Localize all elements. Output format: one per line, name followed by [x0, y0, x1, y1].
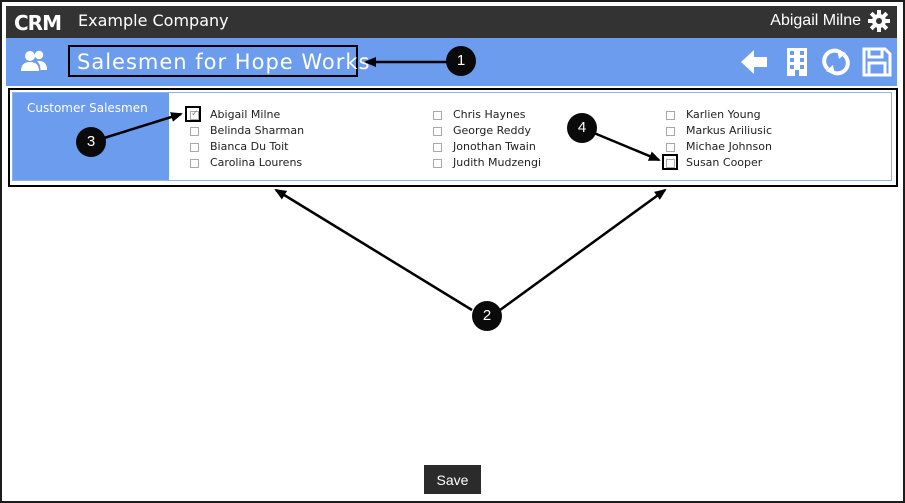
salesman-name: Michae Johnson — [686, 140, 772, 153]
salesman-name: Jonothan Twain — [453, 140, 536, 153]
salesman-name: Bianca Du Toit — [210, 140, 289, 153]
page-title: Salesmen for Hope Works — [77, 50, 371, 74]
refresh-icon[interactable] — [821, 47, 851, 77]
salesman-checkbox[interactable] — [433, 159, 442, 168]
callout-2-arrow-right — [499, 188, 667, 312]
salesman-name: Susan Cooper — [686, 156, 763, 169]
salesman-name: Abigail Milne — [210, 108, 281, 121]
callout-badge-3: 3 — [76, 127, 106, 157]
top-bar: CRM Example Company Abigail Milne — [6, 6, 897, 38]
salesmen-panel: Customer Salesmen — [12, 92, 892, 181]
callout-badge-1: 1 — [446, 46, 476, 76]
salesman-checkbox[interactable] — [190, 127, 199, 136]
salesman-checkbox[interactable] — [190, 143, 199, 152]
building-icon[interactable] — [782, 47, 812, 77]
panel-label: Customer Salesmen — [27, 101, 148, 115]
checkbox-highlight-box — [662, 154, 678, 170]
salesman-name: Judith Mudzengi — [453, 156, 542, 169]
salesman-name: Chris Haynes — [453, 108, 526, 121]
salesman-checkbox[interactable] — [433, 111, 442, 120]
salesman-checkbox[interactable] — [190, 109, 199, 120]
company-name: Example Company — [78, 11, 229, 30]
salesman-checkbox[interactable] — [433, 127, 442, 136]
salesman-checkbox[interactable] — [433, 143, 442, 152]
salesman-name: Karlien Young — [686, 108, 761, 121]
salesman-checkbox[interactable] — [666, 127, 675, 136]
salesman-name: Markus Ariliusic — [686, 124, 773, 137]
gear-icon[interactable] — [867, 9, 891, 33]
svg-text:CRM: CRM — [14, 12, 61, 32]
save-icon[interactable] — [862, 47, 892, 77]
title-highlight-box: Salesmen for Hope Works — [68, 45, 370, 77]
callout-2-arrow-left — [274, 188, 473, 312]
salesman-name: Carolina Lourens — [210, 156, 303, 169]
user-name[interactable]: Abigail Milne — [770, 12, 861, 29]
salesman-checkbox[interactable] — [666, 159, 675, 168]
salesman-checkbox[interactable] — [666, 111, 675, 120]
salesman-checkbox[interactable] — [190, 159, 199, 168]
users-icon — [21, 50, 47, 71]
callout-4-arrow — [593, 131, 661, 162]
checkbox-highlight-box — [185, 106, 201, 122]
callout-badge-4: 4 — [567, 113, 597, 143]
save-button[interactable]: Save — [424, 465, 481, 494]
salesman-name: Belinda Sharman — [210, 124, 305, 137]
callout-3-arrow — [103, 112, 183, 140]
salesman-checkbox[interactable] — [666, 143, 675, 152]
salesmen-panel-highlight: Customer Salesmen — [8, 88, 898, 187]
callout-badge-2: 2 — [472, 301, 502, 331]
salesman-name: George Reddy — [453, 124, 531, 137]
crm-logo: CRM — [14, 12, 62, 32]
arrow-left-icon[interactable] — [739, 47, 769, 77]
